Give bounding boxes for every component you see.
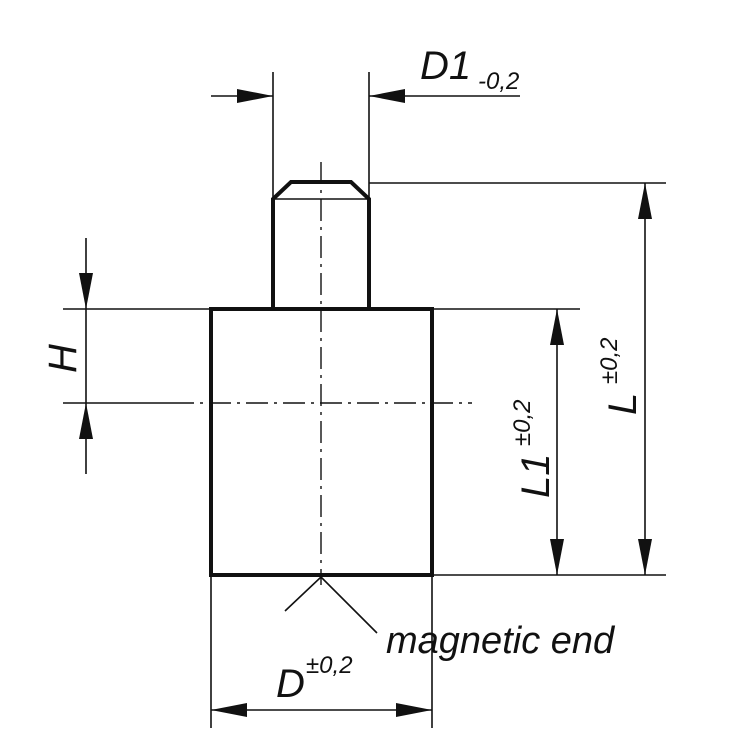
l1-arrow-top — [550, 309, 564, 345]
magnetic-end-leader — [284, 575, 378, 634]
d1-tolerance: -0,2 — [478, 68, 519, 95]
magnetic-end-callout: magnetic end — [284, 575, 616, 662]
magnetic-end-label: magnetic end — [386, 620, 616, 662]
d1-arrow-right — [369, 89, 405, 103]
l-arrow-top — [638, 183, 652, 219]
h-arrow-top — [79, 273, 93, 309]
d-label: D — [276, 662, 305, 706]
l1-arrow-bottom — [550, 539, 564, 575]
d1-label: D1 — [420, 44, 471, 88]
d1-dimension: D1 -0,2 — [211, 44, 520, 103]
h-label: H — [41, 344, 85, 373]
h-dimension: H — [41, 238, 93, 474]
d-arrow-left — [211, 703, 247, 717]
l-tolerance: ±0,2 — [596, 337, 623, 384]
l1-dimension: L1 ±0,2 — [509, 309, 564, 575]
l1-label: L1 — [514, 454, 558, 499]
l-arrow-bottom — [638, 539, 652, 575]
l-dimension: L ±0,2 — [596, 183, 652, 575]
l-label: L — [601, 393, 645, 415]
d-arrow-right — [396, 703, 432, 717]
d1-arrow-left — [237, 89, 273, 103]
d-dimension: D ±0,2 — [211, 652, 432, 717]
h-arrow-bottom — [79, 403, 93, 439]
l1-tolerance: ±0,2 — [509, 399, 536, 446]
d-tolerance: ±0,2 — [306, 652, 353, 679]
